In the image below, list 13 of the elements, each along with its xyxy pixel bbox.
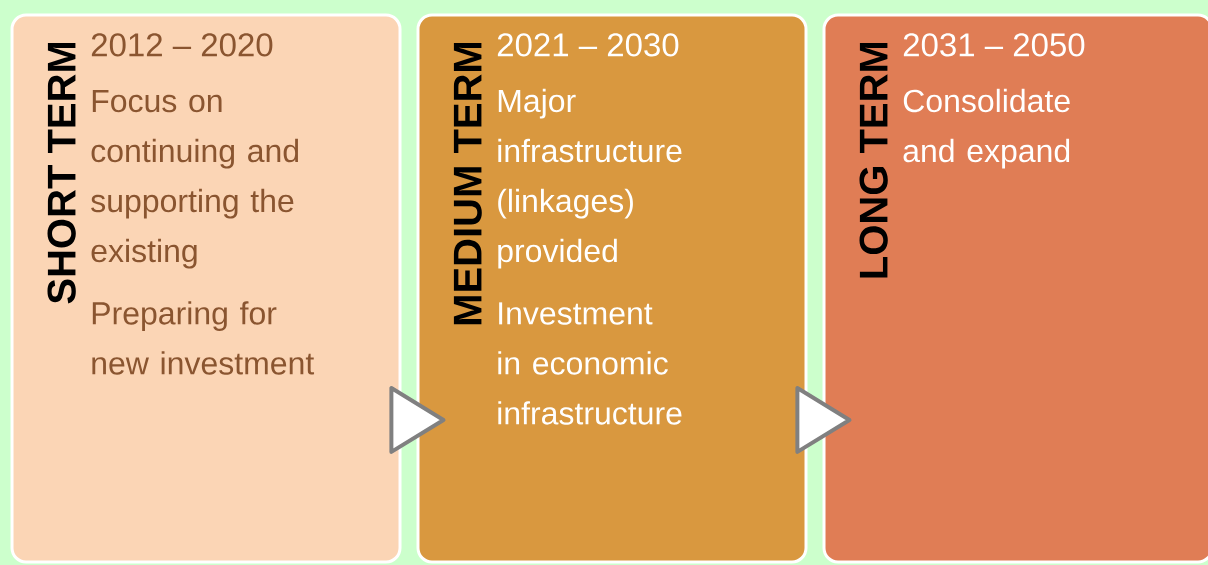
description-text: Consolidate and expand xyxy=(903,88,1070,169)
arrow xyxy=(795,386,852,454)
panel-heading: SHORT TERM xyxy=(47,42,76,304)
description-text: Focus on continuing and supporting the existing xyxy=(91,89,299,269)
year-range: 2012 – 2020 xyxy=(91,33,273,57)
arrow xyxy=(389,386,446,454)
description-text: Preparing for new investment xyxy=(92,301,315,375)
year-range: 2021 – 2030 xyxy=(497,33,679,57)
panel-heading: LONG TERM xyxy=(859,42,888,278)
description-text: Investment in economic infrastructure xyxy=(498,302,682,425)
panel-heading: MEDIUM TERM xyxy=(453,42,482,325)
year-range: 2031 – 2050 xyxy=(903,33,1085,57)
description-text: Major infrastructure (linkages) provided xyxy=(498,88,682,269)
